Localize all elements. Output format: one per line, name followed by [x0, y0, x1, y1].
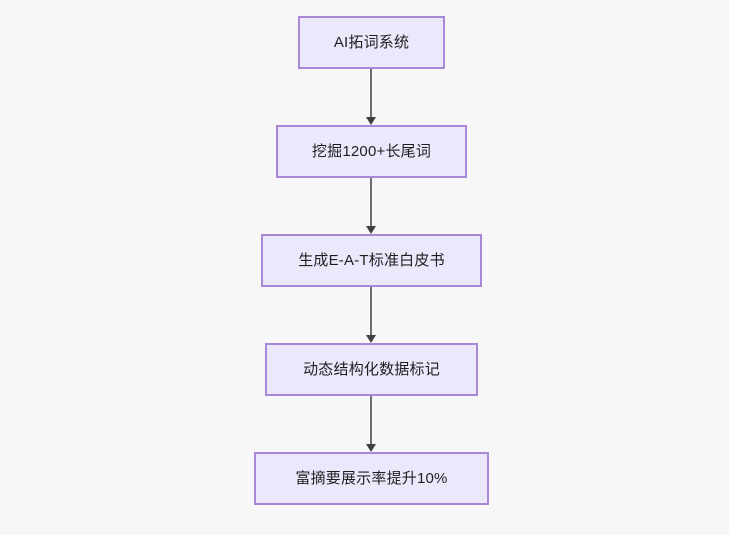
flow-node-rich-snippet-uplift[interactable]: 富摘要展示率提升10%	[254, 452, 489, 505]
arrowhead-icon	[366, 444, 376, 452]
flow-node-label: 动态结构化数据标记	[303, 360, 440, 378]
arrowhead-icon	[366, 335, 376, 343]
arrowhead-icon	[366, 117, 376, 125]
flow-node-label: 生成E-A-T标准白皮书	[298, 251, 445, 269]
flow-node-generate-eat-whitepaper[interactable]: 生成E-A-T标准白皮书	[261, 234, 482, 287]
flow-node-ai-keyword-system[interactable]: AI拓词系统	[298, 16, 445, 69]
flow-node-label: 富摘要展示率提升10%	[295, 469, 448, 487]
flow-node-label: 挖掘1200+长尾词	[311, 142, 432, 160]
arrowhead-icon	[366, 226, 376, 234]
flow-node-label: AI拓词系统	[333, 33, 410, 51]
flow-node-mine-longtail-keywords[interactable]: 挖掘1200+长尾词	[276, 125, 467, 178]
flow-node-dynamic-structured-data[interactable]: 动态结构化数据标记	[265, 343, 478, 396]
